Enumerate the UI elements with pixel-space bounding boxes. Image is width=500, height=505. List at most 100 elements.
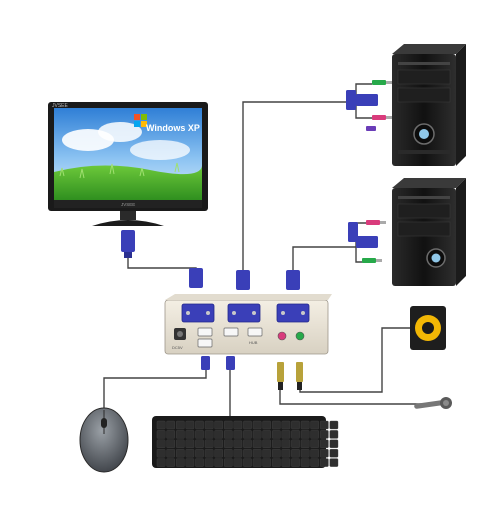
kvm-dc-port xyxy=(174,328,186,340)
pc2-plugs xyxy=(348,220,386,263)
keyboard-key xyxy=(195,430,204,439)
keyboard-key xyxy=(195,420,204,430)
keyboard-key xyxy=(262,439,272,448)
keyboard-key xyxy=(166,430,176,439)
keyboard-key xyxy=(310,439,320,448)
keyboard-key xyxy=(320,439,329,448)
kvm-vga-port-1 xyxy=(181,303,215,323)
keyboard-key xyxy=(262,458,272,467)
keyboard-key xyxy=(214,439,224,448)
vga-plug-monitor xyxy=(121,230,135,258)
keyboard-key xyxy=(291,449,300,458)
kvm-usb-port-2 xyxy=(197,338,213,348)
mouse-icon xyxy=(79,407,129,473)
keyboard-key xyxy=(291,420,300,430)
keyboard-key xyxy=(156,449,166,458)
pc-tower-2 xyxy=(392,178,466,286)
keyboard-key xyxy=(156,430,166,439)
keyboard-key xyxy=(156,458,166,467)
cable-kvm-to-pc2 xyxy=(292,246,356,275)
keyboard-key xyxy=(291,430,300,439)
speaker-icon xyxy=(410,306,446,350)
keyboard-key xyxy=(272,449,281,458)
kvm-usb-port-4 xyxy=(247,327,263,337)
keyboard-key xyxy=(310,430,320,439)
keyboard-key xyxy=(252,430,262,439)
keyboard-key xyxy=(281,430,291,439)
keyboard-key xyxy=(223,449,233,458)
keyboard-key xyxy=(175,439,185,448)
keyboard-key xyxy=(195,449,204,458)
keyboard-key xyxy=(300,430,310,439)
cable-kvm-to-pc1 xyxy=(242,101,356,275)
keyboard-key xyxy=(204,439,214,448)
keyboard-key xyxy=(175,458,185,467)
keyboard-key xyxy=(175,420,185,430)
keyboard-key xyxy=(320,458,329,467)
vga-plugs-kvm xyxy=(189,268,300,290)
keyboard-key xyxy=(204,449,214,458)
keyboard-icon xyxy=(152,416,339,468)
keyboard-key xyxy=(223,458,233,467)
kvm-lower-plugs xyxy=(201,356,303,390)
keyboard-key xyxy=(156,439,166,448)
keyboard-key xyxy=(166,420,176,430)
keyboard-key xyxy=(329,439,339,448)
keyboard-key xyxy=(291,439,300,448)
keyboard-key xyxy=(281,458,291,467)
keyboard-key xyxy=(204,458,214,467)
keyboard-key xyxy=(243,439,252,448)
keyboard-key xyxy=(195,458,204,467)
keyboard-key xyxy=(185,430,195,439)
keyboard-key xyxy=(262,449,272,458)
keyboard-key xyxy=(272,439,281,448)
keyboard-key xyxy=(252,439,262,448)
keyboard-key xyxy=(175,430,185,439)
keyboard-key xyxy=(243,449,252,458)
keyboard-key xyxy=(329,430,339,439)
keyboard-key xyxy=(233,439,243,448)
keyboard-key xyxy=(300,420,310,430)
keyboard-key xyxy=(310,458,320,467)
keyboard-key xyxy=(223,430,233,439)
cable-monitor-to-kvm xyxy=(127,258,197,282)
keyboard-key xyxy=(310,449,320,458)
keyboard-key xyxy=(262,430,272,439)
keyboard-key xyxy=(243,420,252,430)
kvm-hub-label: HUB xyxy=(249,340,258,345)
keyboard-key xyxy=(320,430,329,439)
keyboard-key xyxy=(166,439,176,448)
kvm-vga-port-2 xyxy=(227,303,261,323)
keyboard-key xyxy=(233,458,243,467)
keyboard-key xyxy=(320,449,329,458)
keyboard-key xyxy=(185,439,195,448)
microphone-icon xyxy=(414,397,452,409)
monitor: Windows XP JVSEE JVSEE xyxy=(48,102,208,226)
kvm-mic-jack xyxy=(277,331,287,341)
keyboard-key xyxy=(233,420,243,430)
keyboard-key xyxy=(214,430,224,439)
kvm-dc-label: DC5V xyxy=(172,345,183,350)
pc1-plugs xyxy=(346,80,392,131)
cable-microphone xyxy=(279,390,432,405)
keyboard-key xyxy=(300,449,310,458)
keyboard-key xyxy=(329,458,339,467)
keyboard-key xyxy=(252,449,262,458)
kvm-audio-jack xyxy=(295,331,305,341)
keyboard-key xyxy=(329,420,339,430)
keyboard-key xyxy=(252,458,262,467)
kvm-switch: DC5V HUB xyxy=(164,294,332,355)
keyboard-key xyxy=(329,449,339,458)
keyboard-key xyxy=(204,420,214,430)
keyboard-key xyxy=(185,458,195,467)
keyboard-key xyxy=(166,449,176,458)
cable-mouse xyxy=(103,370,207,408)
keyboard-key xyxy=(320,420,329,430)
keyboard-key xyxy=(281,439,291,448)
keyboard-key xyxy=(214,420,224,430)
windows-logo-icon xyxy=(134,114,147,127)
keyboard-key xyxy=(243,430,252,439)
kvm-usb-port-3 xyxy=(223,327,239,337)
cables xyxy=(103,83,432,416)
